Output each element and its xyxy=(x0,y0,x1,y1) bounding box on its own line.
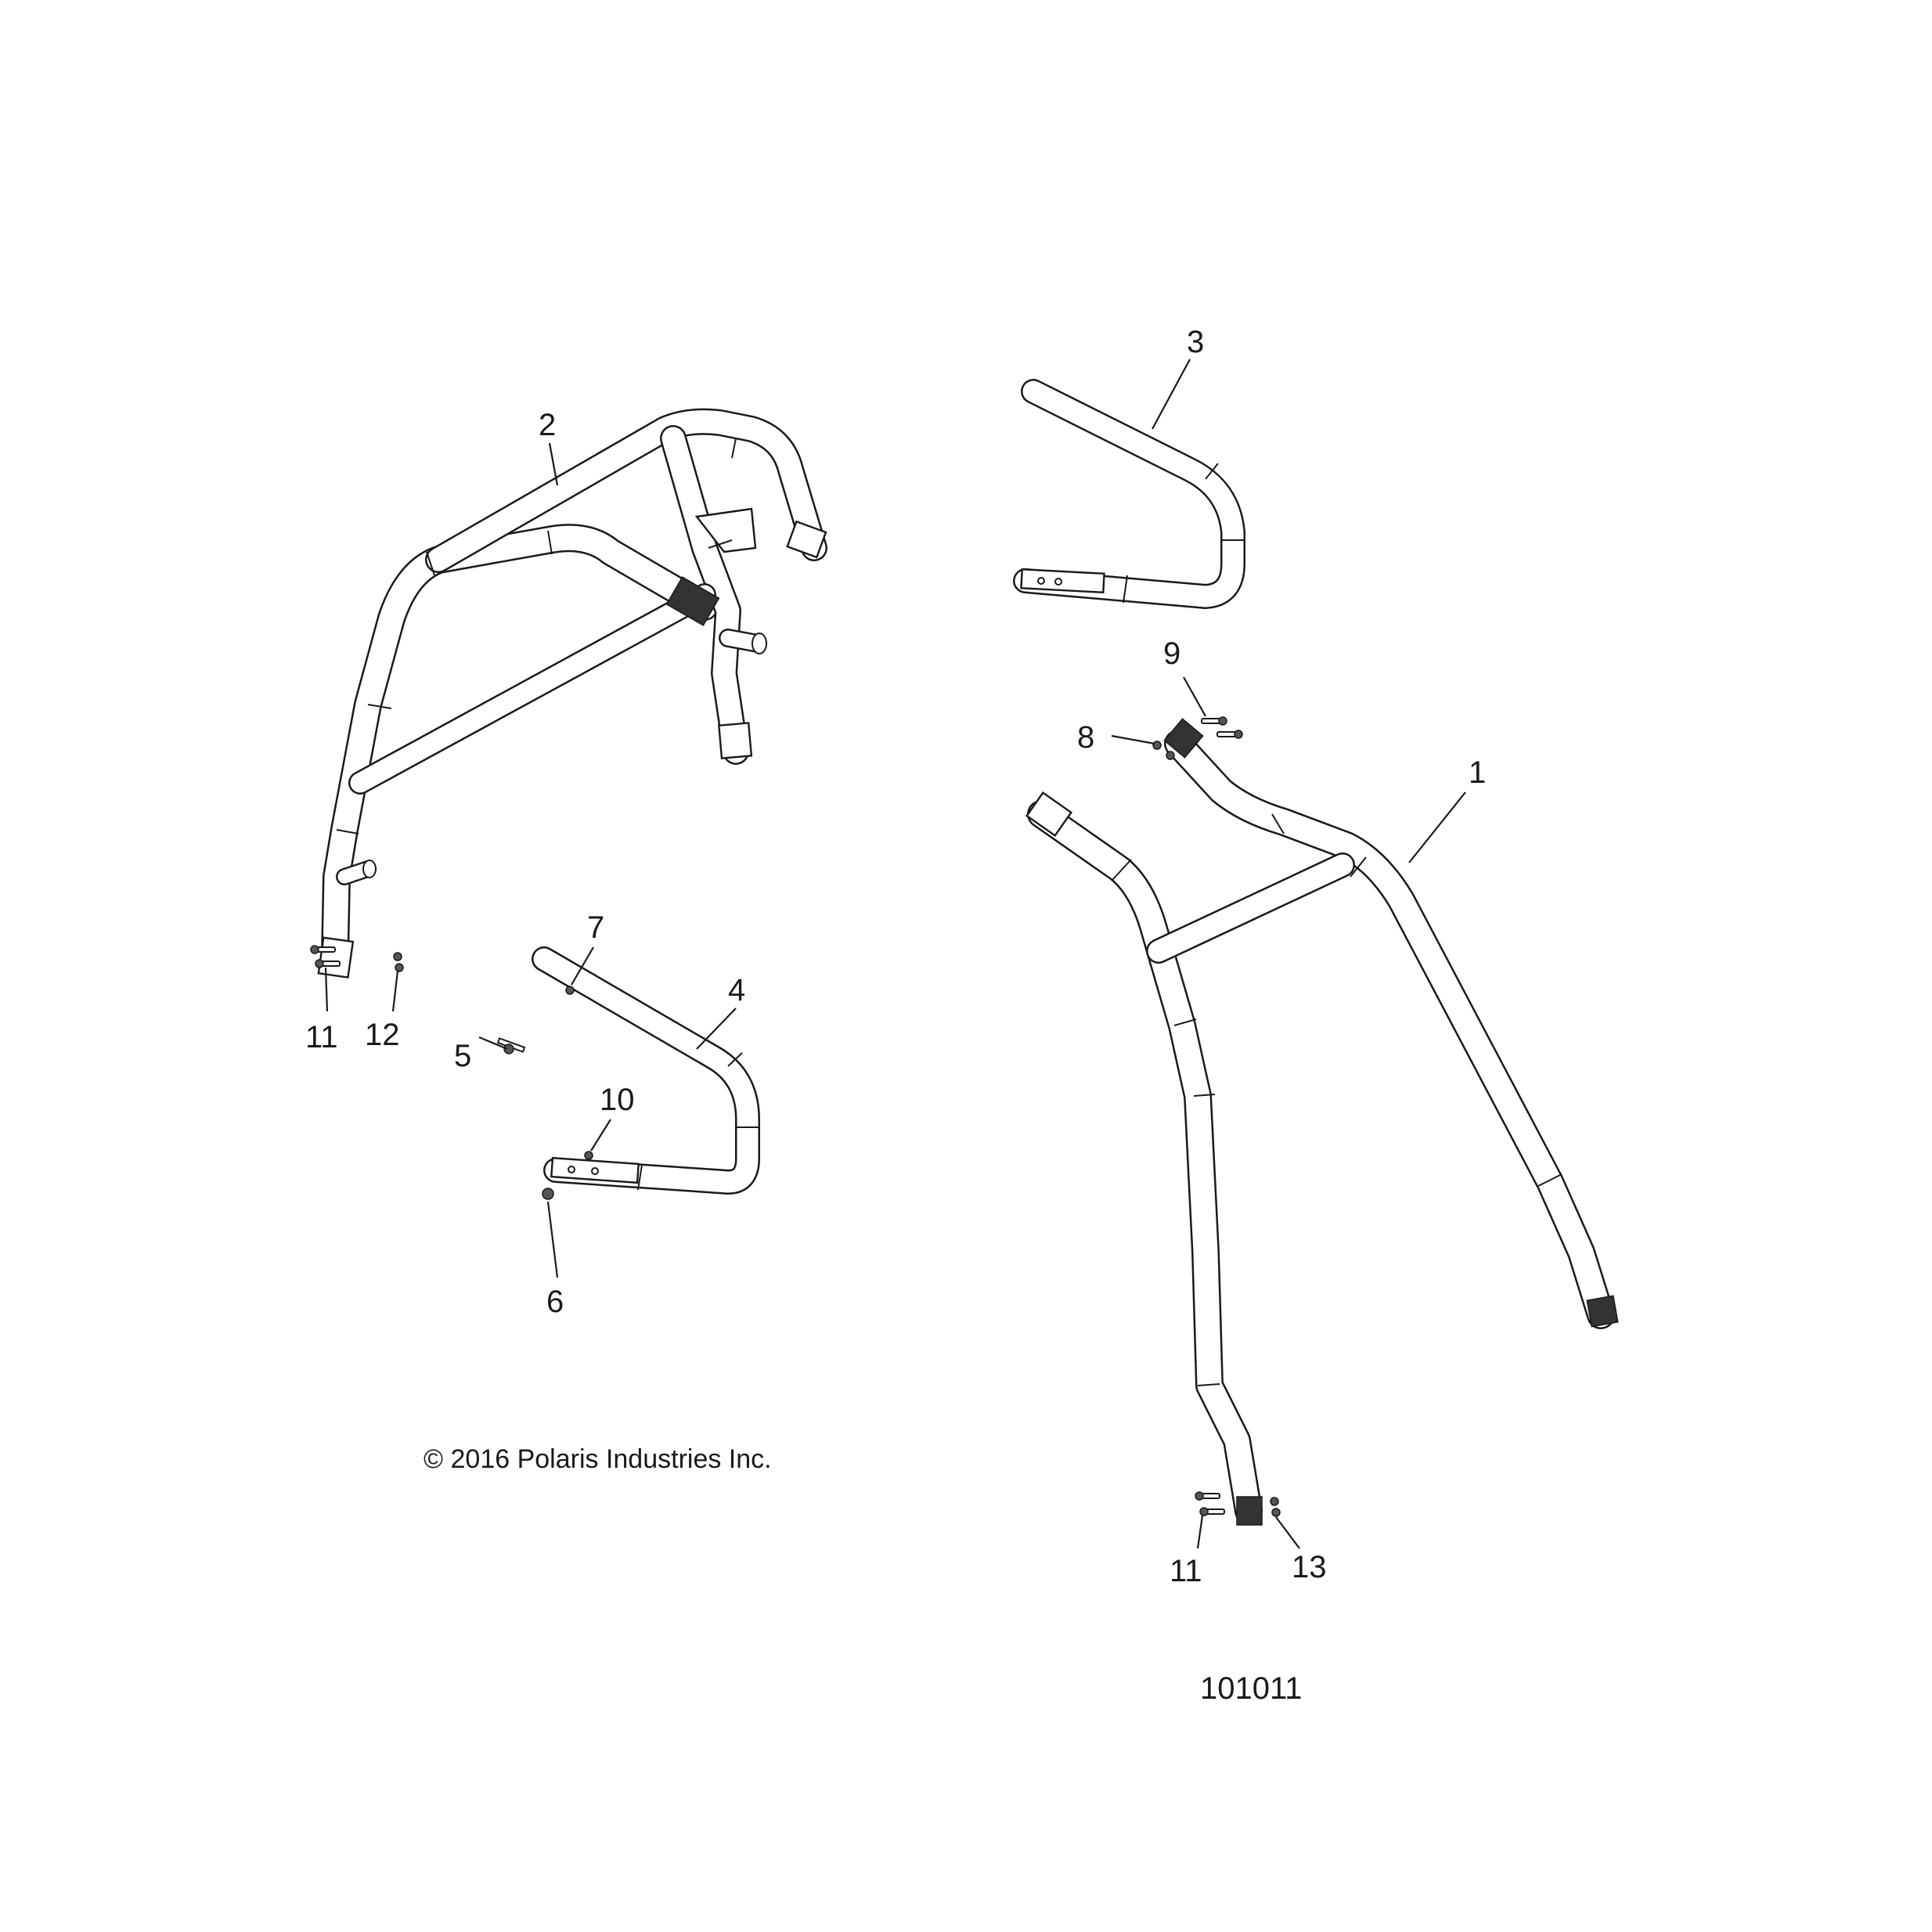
callout-8: 8 xyxy=(1077,720,1094,755)
fastener-hardware xyxy=(310,716,1281,1517)
callout-11-right: 11 xyxy=(1170,1554,1202,1588)
callout-9: 9 xyxy=(1163,636,1180,671)
part-1-front-cage-frame xyxy=(1025,718,1619,1526)
callout-7: 7 xyxy=(587,910,604,945)
diagram-reference-number: 101011 xyxy=(1200,1671,1303,1706)
callout-3: 3 xyxy=(1187,325,1204,359)
callout-2: 2 xyxy=(539,408,556,442)
leader-lines xyxy=(324,359,1466,1549)
callout-5: 5 xyxy=(454,1039,471,1073)
callout-13: 13 xyxy=(1292,1550,1327,1584)
part-2-rear-cage-frame xyxy=(317,408,827,979)
callout-4: 4 xyxy=(728,973,745,1007)
callout-11-left: 11 xyxy=(305,1020,338,1054)
copyright-notice: © 2016 Polaris Industries Inc. xyxy=(424,1444,772,1474)
callout-12: 12 xyxy=(365,1018,400,1052)
part-3-upper-door-bar xyxy=(1013,379,1245,609)
callout-10: 10 xyxy=(600,1083,635,1117)
callout-labels: 1 2 3 4 5 6 7 8 9 10 11 12 11 13 xyxy=(305,325,1486,1588)
callout-1: 1 xyxy=(1469,755,1486,790)
part-4-lower-door-bar xyxy=(532,946,760,1195)
callout-6: 6 xyxy=(546,1285,564,1319)
